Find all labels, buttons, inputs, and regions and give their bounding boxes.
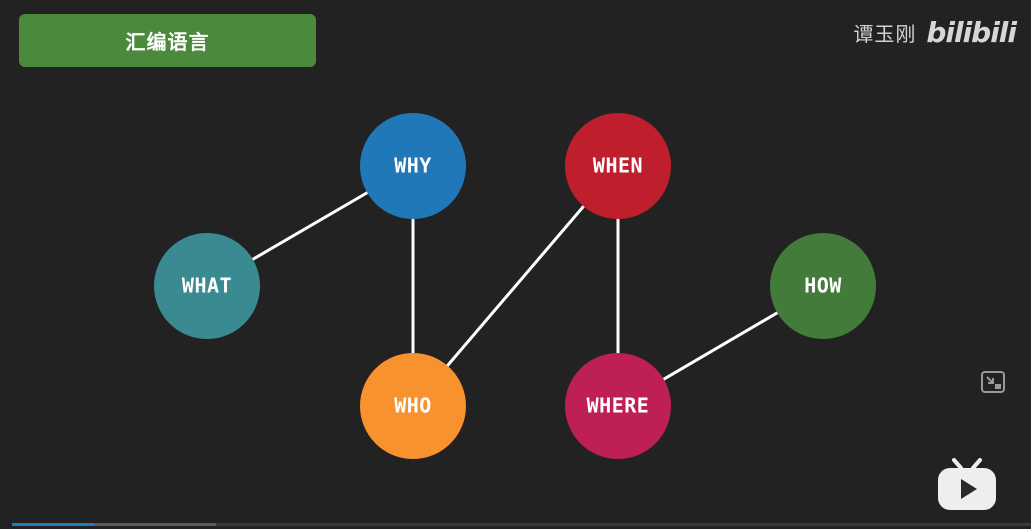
node-label-how: HOW: [804, 274, 842, 298]
tv-play-icon: [938, 458, 996, 510]
author-name: 谭玉刚: [853, 21, 917, 46]
slide-title: 汇编语言: [125, 30, 210, 54]
node-label-what: WHAT: [182, 274, 232, 298]
channel-watermark: 谭玉刚 bilibili: [853, 14, 1017, 50]
picture-in-picture-icon: [981, 371, 1005, 393]
node-circle-when: [565, 113, 671, 219]
node-label-where: WHERE: [587, 394, 650, 418]
node-circle-how: [770, 233, 876, 339]
node-circle-who: [360, 353, 466, 459]
node-what: WHAT: [154, 233, 260, 339]
progress-bar[interactable]: [12, 523, 1031, 526]
progress-played: [12, 523, 94, 526]
node-who: WHO: [360, 353, 466, 459]
slide-title-box: 汇编语言: [19, 14, 316, 67]
question-nodes: WHY WHEN WHAT HOW WHO WHERE: [154, 113, 876, 459]
play-button[interactable]: [934, 456, 1000, 514]
progress-buffered: [12, 523, 216, 526]
node-how: HOW: [770, 233, 876, 339]
connector-lines: [205, 164, 825, 408]
node-why: WHY: [360, 113, 466, 219]
node-where: WHERE: [565, 353, 671, 459]
bilibili-logo: bilibili: [926, 15, 1017, 49]
node-label-when: WHEN: [593, 154, 643, 178]
node-circle-why: [360, 113, 466, 219]
node-label-why: WHY: [394, 154, 432, 178]
node-circle-where: [565, 353, 671, 459]
node-when: WHEN: [565, 113, 671, 219]
picture-in-picture-button[interactable]: [980, 370, 1006, 394]
node-label-who: WHO: [394, 394, 432, 418]
node-circle-what: [154, 233, 260, 339]
